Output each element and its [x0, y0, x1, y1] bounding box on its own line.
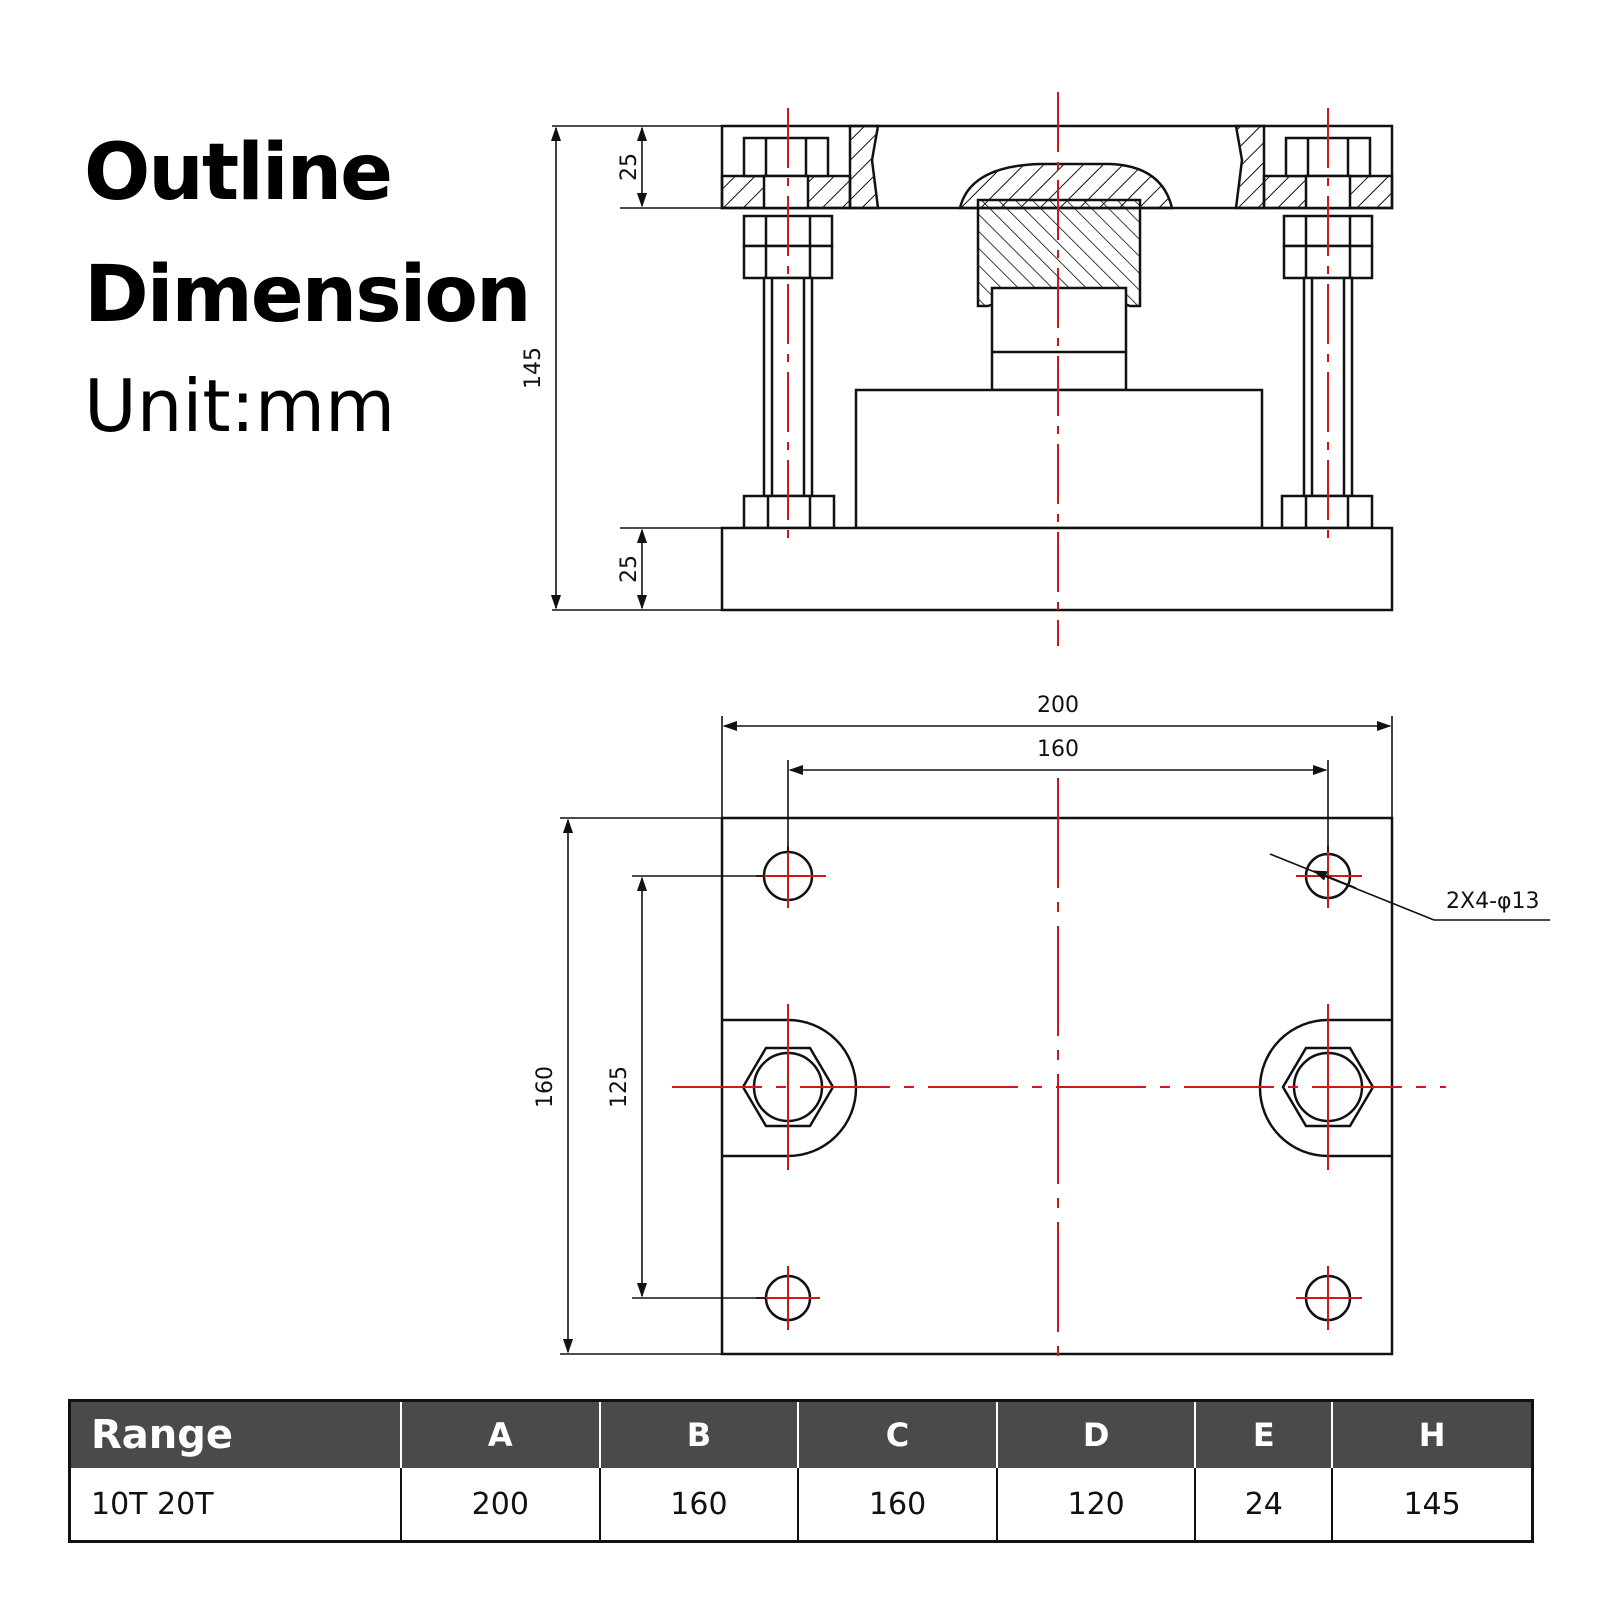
cell-a: 200 [400, 1468, 600, 1542]
dim-base-plate: 25 [617, 555, 642, 583]
header-a: A [400, 1400, 600, 1468]
dim-depth-overall: 160 [533, 1066, 558, 1108]
header-h: H [1331, 1400, 1533, 1468]
title-dimension: Dimension [84, 250, 531, 340]
dim-total-height: 145 [521, 347, 546, 389]
table-row: 10T 20T 200 160 160 120 24 145 [70, 1468, 1533, 1542]
unit-label: Unit:mm [84, 364, 396, 448]
dim-top-plate: 25 [617, 153, 642, 181]
header-e: E [1194, 1400, 1333, 1468]
cell-d: 120 [995, 1468, 1196, 1542]
spec-table: Range A B C D E H 10T 20T 200 160 160 12… [68, 1399, 1534, 1543]
cell-c: 160 [797, 1468, 997, 1542]
load-cap [958, 162, 1174, 210]
dim-hole-pitch: 125 [607, 1066, 632, 1108]
cell-range: 10T 20T [91, 1486, 214, 1522]
title-block: Outline Dimension Unit:mm [84, 112, 531, 456]
side-centerlines [787, 92, 1329, 646]
top-bolt-head-left [742, 136, 830, 178]
title-outline: Outline [84, 128, 393, 218]
cell-h: 145 [1331, 1468, 1533, 1542]
header-c: C [797, 1400, 997, 1468]
hole-callout: 2X4-φ13 [1446, 889, 1540, 914]
header-d: D [995, 1400, 1196, 1468]
header-b: B [598, 1400, 799, 1468]
header-range: Range [69, 1400, 401, 1468]
dim-hole-span: 160 [1037, 737, 1079, 762]
plan-dimensions [560, 716, 1550, 1355]
cell-b: 160 [598, 1468, 799, 1542]
top-plate-notch-left [848, 124, 880, 210]
plan-centerlines [672, 778, 1446, 1368]
side-dimensions [550, 125, 722, 611]
top-plate-notch-right [1234, 124, 1266, 210]
dim-width-overall: 200 [1037, 693, 1079, 718]
cell-e: 24 [1194, 1468, 1333, 1542]
table-header-row: Range A B C D E H [69, 1400, 1533, 1468]
